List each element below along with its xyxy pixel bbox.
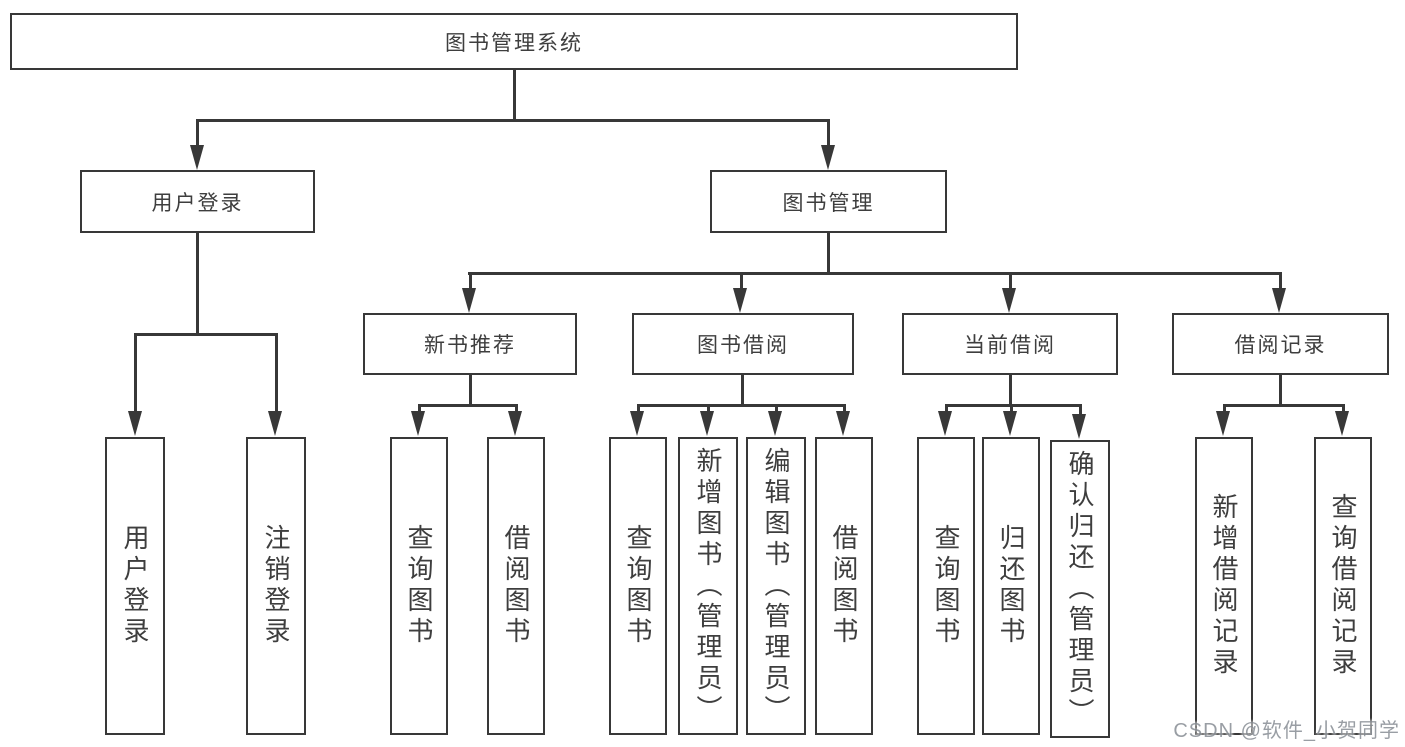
arrow-down-icon xyxy=(190,145,204,170)
connector xyxy=(468,272,1281,275)
connector xyxy=(945,404,1081,407)
node-library-system: 图书管理系统 xyxy=(10,13,1018,70)
leaf-cb-confirm-return-admin: 确认归还（管理员） xyxy=(1050,440,1110,738)
connector xyxy=(775,404,778,414)
connector xyxy=(1223,404,1226,414)
arrow-down-icon xyxy=(268,411,282,436)
arrow-down-icon xyxy=(411,411,425,436)
leaf-label: 编辑图书（管理员） xyxy=(761,446,791,726)
arrow-down-icon xyxy=(128,411,142,436)
leaf-label: 查询图书 xyxy=(623,524,653,648)
connector xyxy=(469,375,472,406)
leaf-label: 查询借阅记录 xyxy=(1328,493,1358,679)
arrow-down-icon xyxy=(1216,411,1230,436)
connector xyxy=(513,69,516,121)
node-book-borrow: 图书借阅 xyxy=(632,313,854,375)
arrow-down-icon xyxy=(1272,288,1286,313)
arrow-down-icon xyxy=(836,411,850,436)
leaf-br-query-record: 查询借阅记录 xyxy=(1314,437,1372,735)
node-new-book-recommend: 新书推荐 xyxy=(363,313,577,375)
connector xyxy=(418,404,421,414)
node-label: 新书推荐 xyxy=(424,334,516,357)
node-borrow-record: 借阅记录 xyxy=(1172,313,1389,375)
connector xyxy=(1079,404,1082,417)
leaf-bb-query-book: 查询图书 xyxy=(609,437,667,735)
connector xyxy=(1279,272,1282,290)
connector xyxy=(196,119,199,147)
arrow-down-icon xyxy=(938,411,952,436)
leaf-bb-edit-book-admin: 编辑图书（管理员） xyxy=(746,437,806,735)
watermark: CSDN @软件_小贺同学 xyxy=(1173,720,1400,742)
leaf-bb-borrow-book: 借阅图书 xyxy=(815,437,873,735)
node-label: 当前借阅 xyxy=(964,334,1056,357)
connector xyxy=(1279,375,1282,406)
leaf-label: 借阅图书 xyxy=(501,524,531,648)
node-label: 图书借阅 xyxy=(697,334,789,357)
connector xyxy=(740,272,743,290)
connector xyxy=(515,404,518,414)
leaf-cb-query-book: 查询图书 xyxy=(917,437,975,735)
connector xyxy=(134,333,137,413)
connector xyxy=(196,119,830,122)
connector xyxy=(637,404,845,407)
arrow-down-icon xyxy=(700,411,714,436)
leaf-label: 归还图书 xyxy=(996,524,1026,648)
leaf-cb-return-book: 归还图书 xyxy=(982,437,1040,735)
arrow-down-icon xyxy=(768,411,782,436)
leaf-bb-add-book-admin: 新增图书（管理员） xyxy=(678,437,738,735)
leaf-label: 用户登录 xyxy=(120,524,150,648)
leaf-label: 查询图书 xyxy=(931,524,961,648)
arrow-down-icon xyxy=(733,288,747,313)
connector xyxy=(134,333,278,336)
node-label: 图书管理系统 xyxy=(445,31,583,55)
node-user-login: 用户登录 xyxy=(80,170,315,233)
node-current-borrow: 当前借阅 xyxy=(902,313,1118,375)
leaf-label: 借阅图书 xyxy=(829,524,859,648)
leaf-label: 查询图书 xyxy=(404,524,434,648)
connector xyxy=(275,333,278,413)
connector xyxy=(843,404,846,414)
arrow-down-icon xyxy=(1002,288,1016,313)
leaf-label: 新增借阅记录 xyxy=(1209,493,1239,679)
node-label: 图书管理 xyxy=(782,191,875,215)
connector xyxy=(418,404,518,407)
connector xyxy=(827,233,830,274)
connector xyxy=(945,404,948,414)
leaf-logout: 注销登录 xyxy=(246,437,306,735)
connector xyxy=(469,272,472,290)
connector xyxy=(827,119,830,147)
leaf-label: 注销登录 xyxy=(261,524,291,648)
arrow-down-icon xyxy=(821,145,835,170)
leaf-label: 新增图书（管理员） xyxy=(693,446,723,726)
connector xyxy=(1010,404,1013,414)
connector xyxy=(196,233,199,334)
arrow-down-icon xyxy=(508,411,522,436)
leaf-label: 确认归还（管理员） xyxy=(1065,449,1095,729)
arrow-down-icon xyxy=(1335,411,1349,436)
node-label: 用户登录 xyxy=(151,191,244,215)
leaf-br-add-record: 新增借阅记录 xyxy=(1195,437,1253,735)
node-book-management: 图书管理 xyxy=(710,170,947,233)
arrow-down-icon xyxy=(630,411,644,436)
leaf-user-login: 用户登录 xyxy=(105,437,165,735)
arrow-down-icon xyxy=(1072,414,1086,439)
connector xyxy=(1223,404,1344,407)
connector xyxy=(741,375,744,406)
connector xyxy=(1009,272,1012,290)
connector xyxy=(1009,375,1012,406)
connector xyxy=(707,404,710,414)
node-label: 借阅记录 xyxy=(1234,334,1327,357)
leaf-rec-query-book: 查询图书 xyxy=(390,437,448,735)
leaf-rec-borrow-book: 借阅图书 xyxy=(487,437,545,735)
arrow-down-icon xyxy=(462,288,476,313)
arrow-down-icon xyxy=(1003,411,1017,436)
connector xyxy=(1342,404,1345,414)
connector xyxy=(637,404,640,414)
